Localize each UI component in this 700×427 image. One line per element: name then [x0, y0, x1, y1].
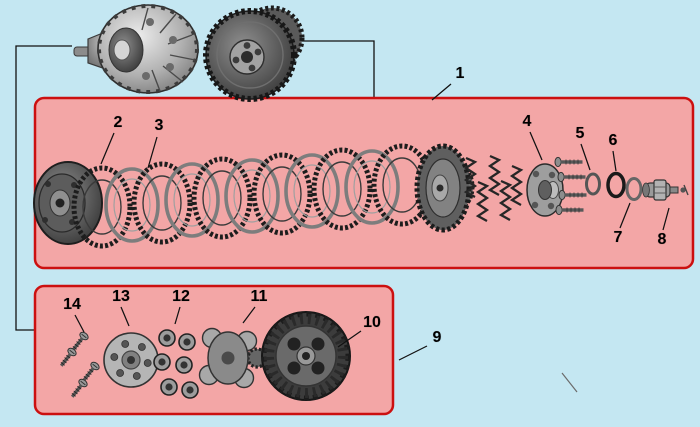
leader-line-7 — [619, 202, 631, 229]
leader-line-2 — [100, 132, 115, 165]
drive-plate — [103, 332, 159, 388]
washer-large — [625, 177, 643, 201]
leader-line-9 — [398, 345, 428, 361]
leader-line-3 — [147, 136, 158, 169]
leader-line-1 — [431, 83, 452, 101]
clutch-basket-sprocket — [203, 5, 305, 102]
leader-line-10 — [337, 330, 362, 348]
leader-line-6 — [612, 150, 617, 172]
scratch-artifact — [561, 372, 578, 393]
shoe-drum — [261, 311, 351, 401]
connector-lines — [15, 40, 375, 331]
clutch-outer-drum — [73, 4, 199, 94]
leader-line-11 — [242, 306, 256, 324]
leader-line-5 — [580, 143, 591, 171]
clutch-center-sprocket — [414, 143, 475, 233]
leader-line-4 — [529, 131, 543, 161]
leader-line-8 — [662, 207, 670, 231]
leader-line-12 — [174, 306, 181, 325]
shaft-nut — [642, 179, 689, 201]
leader-lines — [74, 83, 670, 361]
basket-reference-connector — [293, 40, 375, 97]
leader-line-13 — [120, 306, 130, 327]
left-reference-connector — [15, 45, 72, 331]
spring-plate — [526, 163, 564, 217]
washer-small — [585, 172, 601, 196]
o-ring — [606, 171, 626, 199]
leader-line-14 — [74, 314, 85, 333]
clutch-hub-drum — [33, 161, 103, 245]
